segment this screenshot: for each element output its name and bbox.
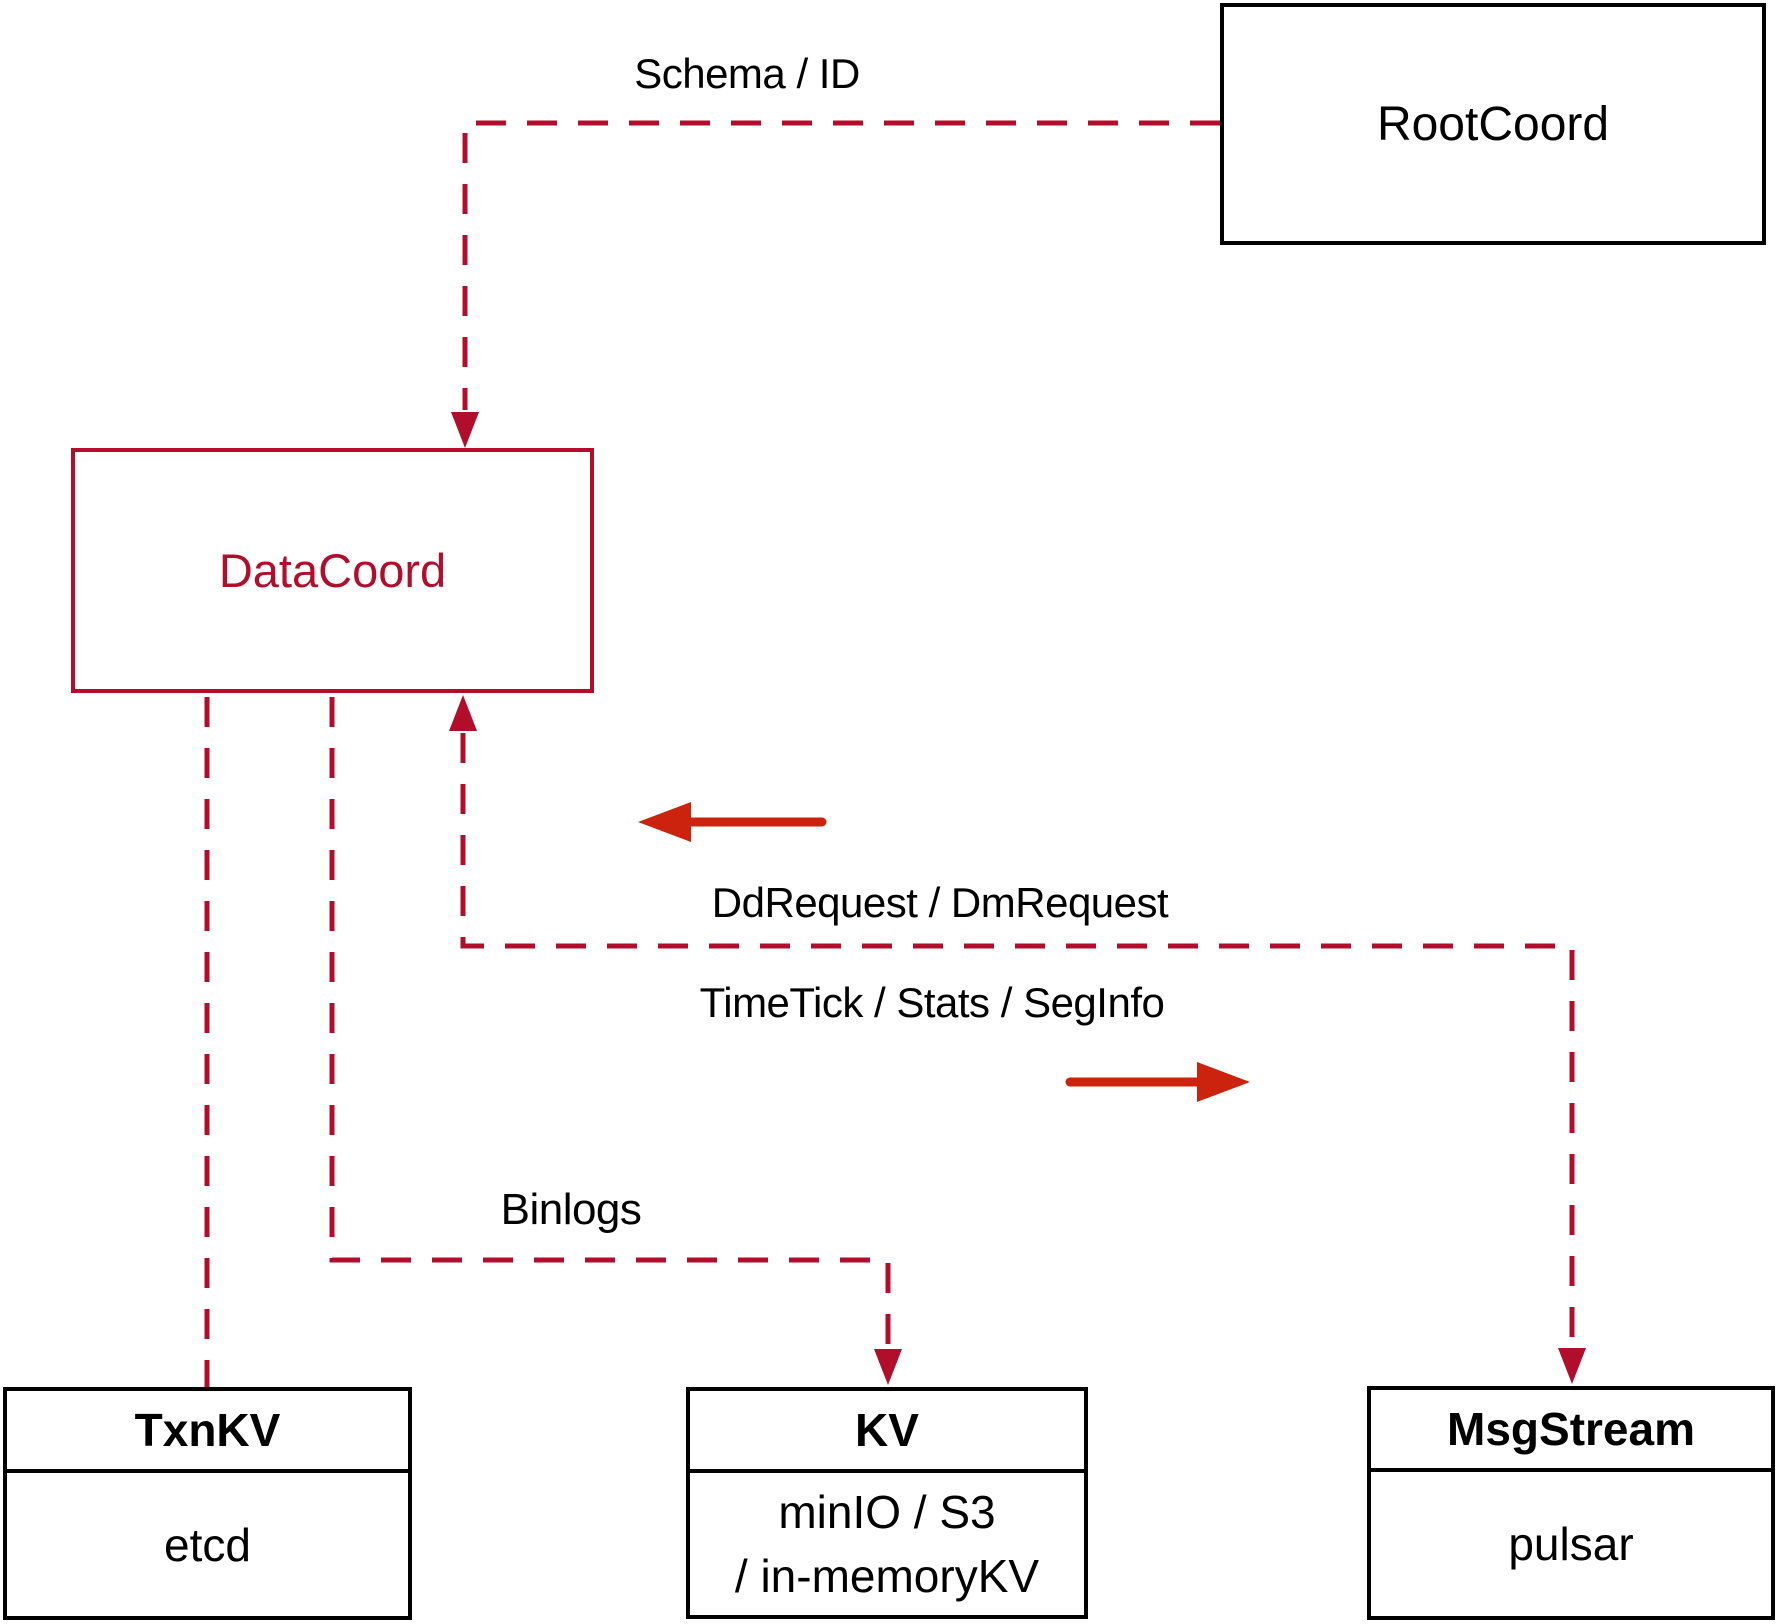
datacoord-node: DataCoord bbox=[71, 448, 594, 693]
arrow-left-icon bbox=[638, 802, 691, 842]
arrow-right-icon bbox=[1197, 1062, 1250, 1102]
kv-node: KV minIO / S3 / in-memoryKV bbox=[686, 1387, 1088, 1619]
datacoord-label: DataCoord bbox=[218, 544, 447, 597]
rootcoord-label: RootCoord bbox=[1376, 97, 1610, 151]
datacoord-msgstream-edge-path bbox=[460, 733, 1575, 1346]
rootcoord-node: RootCoord bbox=[1220, 3, 1766, 245]
txnkv-title: TxnKV bbox=[7, 1391, 408, 1473]
schema-id-edge-path bbox=[462, 120, 1220, 410]
timetick-stats-seginfo-edge-label: TimeTick / Stats / SegInfo bbox=[699, 979, 1165, 1026]
msgstream-title: MsgStream bbox=[1371, 1390, 1771, 1472]
timetick-direction-arrow bbox=[1065, 1062, 1250, 1102]
binlogs-edge-label: Binlogs bbox=[500, 1185, 642, 1234]
binlogs-edge-path bbox=[329, 697, 891, 1347]
kv-title: KV bbox=[690, 1391, 1084, 1473]
datacoord-msgstream-edge bbox=[449, 695, 1586, 1384]
msgstream-node: MsgStream pulsar bbox=[1367, 1386, 1775, 1620]
arrow-down-icon bbox=[874, 1349, 902, 1385]
msgstream-body: pulsar bbox=[1508, 1518, 1634, 1570]
arrow-up-icon bbox=[449, 695, 477, 731]
kv-body-line2: / in-memoryKV bbox=[734, 1550, 1040, 1602]
txnkv-body: etcd bbox=[164, 1518, 251, 1571]
schema-id-edge bbox=[451, 120, 1220, 448]
dd-dm-request-edge-label: DdRequest / DmRequest bbox=[711, 879, 1169, 926]
schema-id-edge-label: Schema / ID bbox=[634, 50, 860, 97]
request-direction-arrow bbox=[638, 802, 827, 842]
txnkv-node: TxnKV etcd bbox=[3, 1387, 412, 1620]
arrow-down-icon bbox=[1558, 1348, 1586, 1384]
kv-body-line1: minIO / S3 bbox=[778, 1486, 996, 1538]
arrow-down-icon bbox=[451, 412, 479, 448]
binlogs-edge bbox=[329, 697, 902, 1385]
